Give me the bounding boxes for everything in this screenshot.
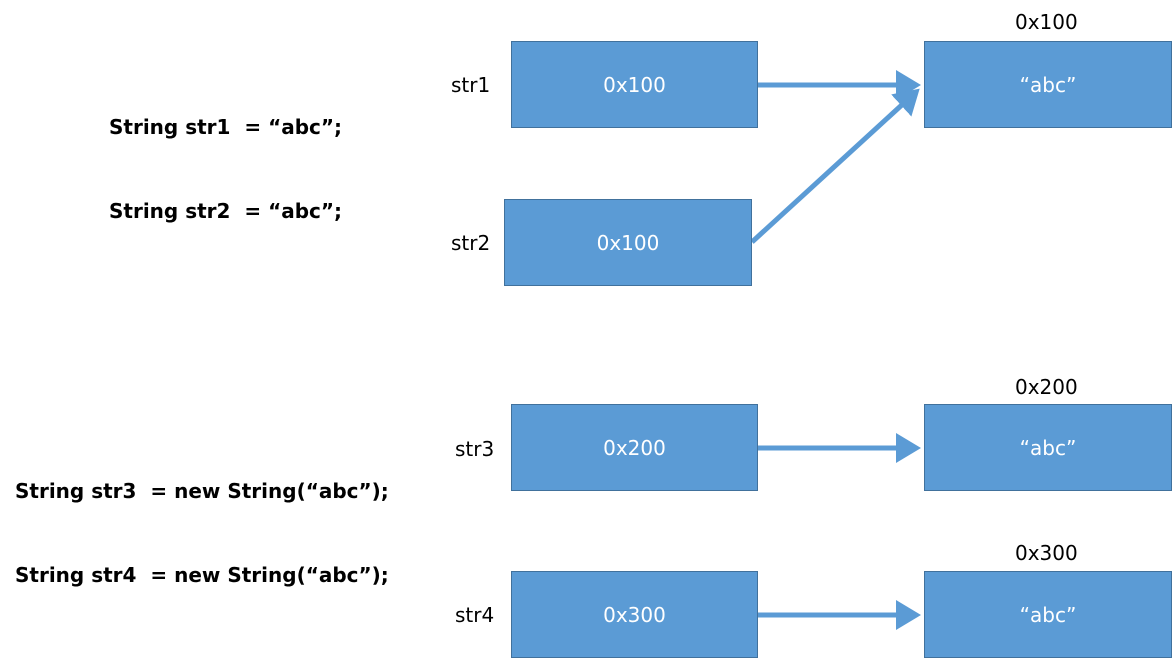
stack-box-str3: 0x200	[511, 404, 758, 491]
code-line-str3: String str3 = new String(“abc”);	[15, 479, 389, 503]
arrow-str2-to-heap-0x100	[750, 88, 920, 244]
heap-box-0x100: “abc”	[924, 41, 1172, 128]
var-label-str2: str2	[451, 231, 491, 255]
heap-box-0x200: “abc”	[924, 404, 1172, 491]
code-block-literals: String str1 = “abc”; String str2 = “abc”…	[109, 57, 342, 253]
stack-box-str1: 0x100	[511, 41, 758, 128]
var-label-str3: str3	[455, 437, 495, 461]
var-label-str1: str1	[451, 73, 491, 97]
stack-box-str4: 0x300	[511, 571, 758, 658]
var-label-str4: str4	[455, 603, 495, 627]
code-line-str4: String str4 = new String(“abc”);	[15, 563, 389, 587]
code-block-new-string: String str3 = new String(“abc”); String …	[15, 421, 389, 617]
heap-address-0x200: 0x200	[1015, 375, 1078, 399]
heap-box-0x300: “abc”	[924, 571, 1172, 658]
code-line-str1: String str1 = “abc”;	[109, 115, 343, 139]
heap-address-0x100: 0x100	[1015, 10, 1078, 34]
heap-address-0x300: 0x300	[1015, 541, 1078, 565]
code-line-str2: String str2 = “abc”;	[109, 199, 343, 223]
stack-box-str2: 0x100	[504, 199, 752, 286]
